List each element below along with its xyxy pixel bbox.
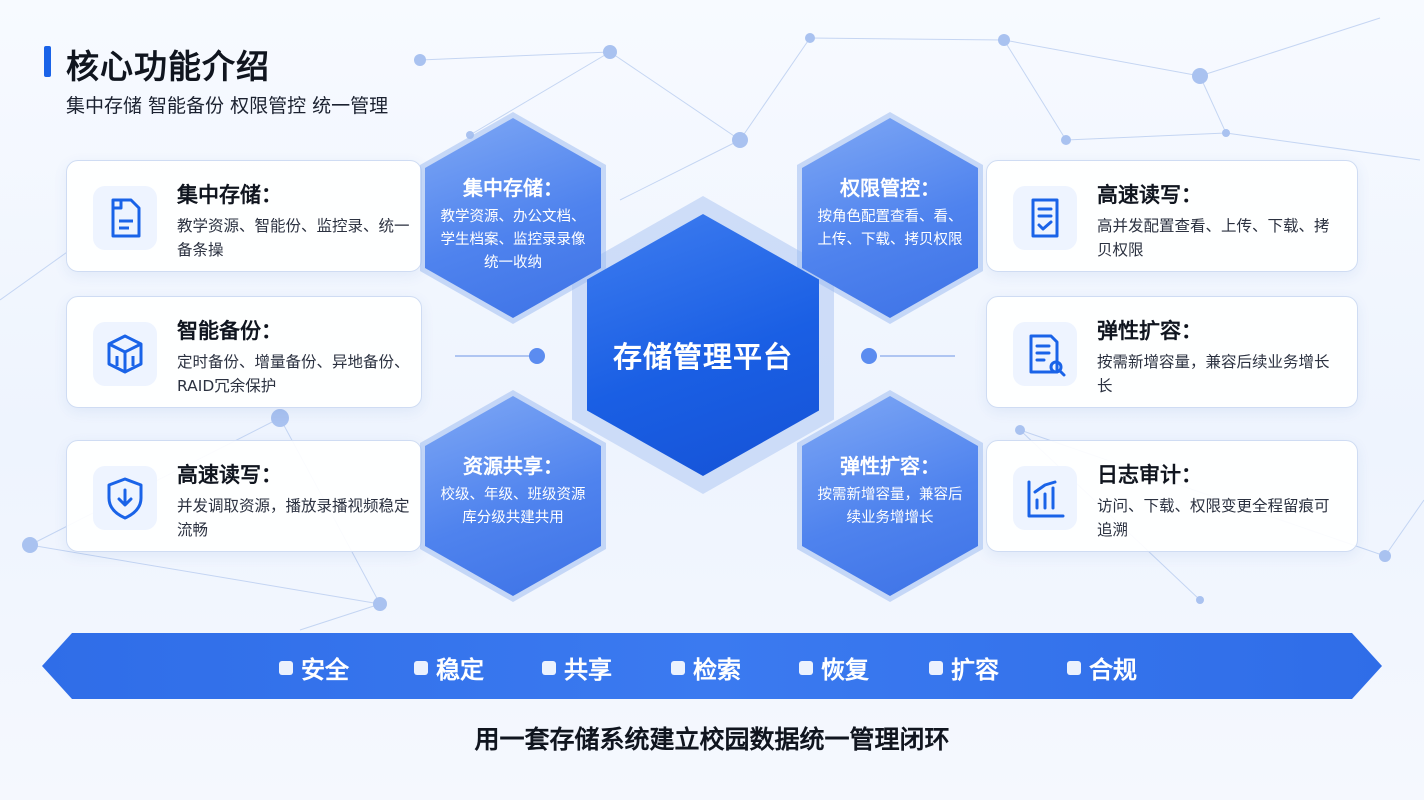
card-description: 访问、下载、权限变更全程留痕可追溯 [1097, 497, 1330, 539]
card-smart-backup: 智能备份： 定时备份、增量备份、异地备份、RAID冗余保护 [66, 296, 422, 408]
bullet-icon [1067, 661, 1081, 675]
card-fast-rw-left: 高速读写： 并发调取资源，播放录播视频稳定流畅 [66, 440, 422, 552]
footer-tagline: 用一套存储系统建立校园数据统一管理闭环 [474, 725, 950, 754]
hex-title: 资源共享： [463, 454, 563, 478]
page-title: 核心功能介绍 [66, 47, 270, 86]
document-search-icon [1013, 322, 1077, 386]
page-subtitle: 集中存储 智能备份 权限管控 统一管理 [66, 95, 389, 117]
card-description: 并发调取资源，播放录播视频稳定流畅 [177, 497, 410, 539]
title-accent-bar [44, 46, 51, 77]
card-title: 日志审计： [1097, 463, 1202, 487]
hex-permission-control: 权限管控： 按角色配置查看、看、上传、下载、拷贝权限 [797, 112, 983, 324]
card-title: 智能备份： [177, 319, 282, 343]
banner-item-recovery: 恢复 [799, 650, 869, 684]
checklist-document-icon [1013, 186, 1077, 250]
card-log-audit: 日志审计： 访问、下载、权限变更全程留痕可追溯 [986, 440, 1358, 552]
connector-line-left [455, 355, 535, 357]
hex-title: 弹性扩容： [840, 454, 940, 478]
card-title: 集中存储： [177, 183, 282, 207]
hex-description: 按角色配置查看、看、上传、下载、拷贝权限 [817, 209, 963, 248]
bullet-icon [542, 661, 556, 675]
bullet-icon [929, 661, 943, 675]
card-title: 高速读写： [1097, 183, 1202, 207]
hex-description: 校级、年级、班级资源库分级共建共用 [440, 487, 586, 526]
card-description: 按需新增容量，兼容后续业务增长长 [1097, 353, 1330, 395]
bullet-icon [799, 661, 813, 675]
bullet-icon [671, 661, 685, 675]
connector-dot-right [861, 348, 877, 364]
banner-item-search: 检索 [671, 650, 741, 684]
bullet-icon [414, 661, 428, 675]
banner-item-sharing: 共享 [542, 650, 612, 684]
banner-item-stability: 稳定 [414, 650, 484, 684]
connector-dot-left [529, 348, 545, 364]
hex-title: 集中存储： [463, 176, 563, 200]
hex-description: 按需新增容量，兼容后续业务增增长 [817, 487, 963, 526]
card-title: 高速读写： [177, 463, 282, 487]
center-platform-label: 存储管理平台 [612, 340, 793, 374]
file-document-icon [93, 186, 157, 250]
card-description: 教学资源、智能份、监控录、统一备条操 [177, 217, 410, 259]
bullet-icon [279, 661, 293, 675]
hex-description: 教学资源、办公文档、学生档案、监控录录像统一收纳 [440, 209, 586, 271]
hex-title: 权限管控： [840, 176, 940, 200]
banner-item-expansion: 扩容 [929, 650, 999, 684]
feature-banner [42, 633, 1382, 699]
banner-item-compliance: 合规 [1067, 650, 1137, 684]
shield-download-icon [93, 466, 157, 530]
banner-item-security: 安全 [279, 650, 349, 684]
card-description: 定时备份、增量备份、异地备份、RAID冗余保护 [177, 353, 410, 395]
card-description: 高并发配置查看、上传、下载、拷贝权限 [1097, 217, 1330, 259]
card-elastic-expansion-right: 弹性扩容： 按需新增容量，兼容后续业务增长长 [986, 296, 1358, 408]
cube-box-icon [93, 322, 157, 386]
bar-chart-icon [1013, 466, 1077, 530]
card-fast-rw-right: 高速读写： 高并发配置查看、上传、下载、拷贝权限 [986, 160, 1358, 272]
center-hex [587, 214, 819, 476]
card-title: 弹性扩容： [1097, 319, 1202, 343]
connector-line-right [880, 355, 955, 357]
card-centralized-storage: 集中存储： 教学资源、智能份、监控录、统一备条操 [66, 160, 422, 272]
